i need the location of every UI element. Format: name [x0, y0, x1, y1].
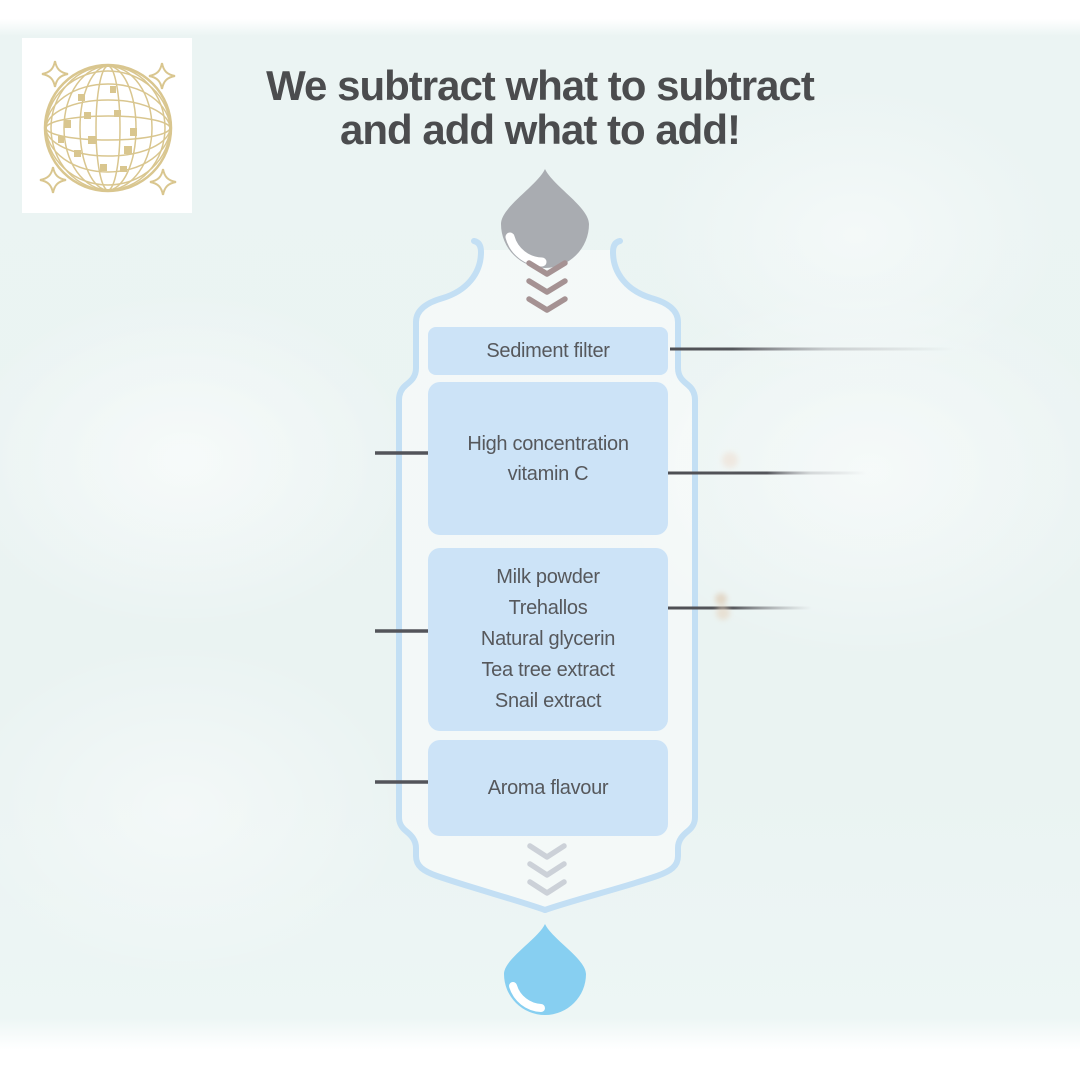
title-line-2: and add what to add!: [340, 106, 741, 153]
connector-lines: [375, 347, 955, 784]
sparkle-icon: [39, 60, 177, 196]
stage-box-aroma: Aroma flavour: [428, 740, 668, 836]
chevron-down-icon: [526, 260, 568, 313]
stage-box-additives: Milk powder Trehallos Natural glycerin T…: [428, 548, 668, 731]
stage-label: Snail extract: [494, 690, 602, 712]
stage-label: Sediment filter: [486, 339, 610, 362]
stage-label: High concentration: [467, 432, 629, 455]
filter-outline: [396, 238, 698, 913]
disco-ball-facets: [58, 86, 137, 172]
title-line-1: We subtract what to subtract: [266, 62, 815, 109]
disco-ball-icon: [39, 60, 177, 196]
blue-water-drop-icon: [504, 924, 586, 1015]
chevron-down-icon: [527, 843, 567, 896]
stage-box-sediment-filter: Sediment filter: [428, 327, 668, 375]
stage-box-vitamin-c: High concentration vitamin C: [428, 382, 668, 535]
page-title: We subtract what to subtract and add wha…: [0, 64, 1080, 152]
stage-label: vitamin C: [507, 462, 589, 485]
stage-label: Tea tree extract: [481, 659, 615, 681]
stage-label: Milk powder: [496, 566, 600, 588]
gray-water-drop-icon: [501, 169, 589, 268]
smudge-marks: [715, 452, 738, 620]
stage-label: Trehallos: [508, 597, 588, 619]
logo-box: [22, 38, 192, 213]
stage-label: Aroma flavour: [487, 776, 609, 799]
stage-label: Natural glycerin: [480, 628, 616, 650]
